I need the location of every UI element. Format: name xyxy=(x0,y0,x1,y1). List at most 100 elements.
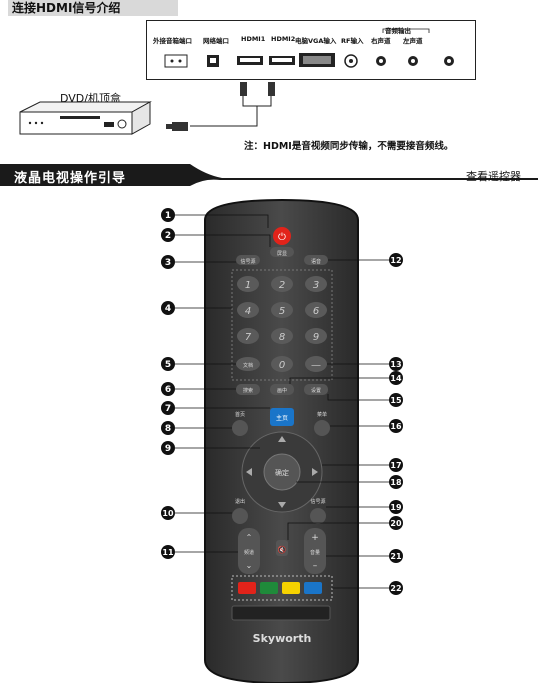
digit-button-8[interactable] xyxy=(271,328,293,344)
callout-19: 19 xyxy=(389,500,403,514)
section-title-guide: 液晶电视操作引导 xyxy=(14,171,127,186)
digit-button-4[interactable] xyxy=(237,302,259,318)
yellow-key[interactable] xyxy=(282,582,300,594)
battery-window xyxy=(231,605,331,621)
svg-text:3: 3 xyxy=(165,258,171,268)
digit-label: 8 xyxy=(279,332,285,343)
port-label: HDMI2 xyxy=(271,35,296,43)
settings-button-label: 设置 xyxy=(311,387,321,394)
rf-port-icon xyxy=(344,54,358,68)
callout-14: 14 xyxy=(389,371,403,385)
svg-text:5: 5 xyxy=(165,360,171,370)
digit-button-3[interactable] xyxy=(305,276,327,292)
red-key[interactable] xyxy=(238,582,256,594)
digit-button-5[interactable] xyxy=(271,302,293,318)
voice-button[interactable] xyxy=(304,255,328,265)
hdmi-plug-icon xyxy=(166,122,188,131)
power-button[interactable] xyxy=(273,227,291,245)
callout-2: 2 xyxy=(161,228,175,242)
volume-label: 音量 xyxy=(310,549,320,556)
svg-text:19: 19 xyxy=(390,503,402,512)
digit-button-2[interactable] xyxy=(271,276,293,292)
digit-button-6[interactable] xyxy=(305,302,327,318)
svg-text:9: 9 xyxy=(165,444,171,454)
digit-button-1[interactable] xyxy=(237,276,259,292)
callout-12: 12 xyxy=(389,253,403,267)
callout-1: 1 xyxy=(161,208,175,222)
search-button[interactable] xyxy=(236,384,260,395)
green-key[interactable] xyxy=(260,582,278,594)
hdmi-note: 注：HDMI是音视频同步传输，不需要接音频线。 xyxy=(244,141,454,152)
digit-button-7[interactable] xyxy=(237,328,259,344)
callout-13: 13 xyxy=(389,357,403,371)
dash-button[interactable] xyxy=(305,356,327,372)
back-button-label: 首页 xyxy=(235,411,245,418)
callout-lines xyxy=(175,214,390,589)
svg-text:2: 2 xyxy=(165,231,171,241)
section-right-text: 查看遥控器 xyxy=(466,170,521,183)
callout-6: 6 xyxy=(161,382,175,396)
info-button-label: 信号源 xyxy=(310,498,325,505)
callout-9: 9 xyxy=(161,441,175,455)
ok-button[interactable] xyxy=(263,453,301,491)
screen-button[interactable] xyxy=(270,247,294,257)
mute-button[interactable] xyxy=(276,540,288,556)
callout-18: 18 xyxy=(389,475,403,489)
port-label: 左声道 xyxy=(403,37,423,45)
connection-drawing xyxy=(19,82,275,135)
callout-15: 15 xyxy=(389,393,403,407)
remote-control: ⏻ 信号源 屏显 语音 1 2 3 4 5 6 7 8 9 0 — 文档 搜索 … xyxy=(161,198,403,683)
input-button[interactable] xyxy=(236,255,260,265)
chevron-up-icon: ⌃ xyxy=(246,533,253,542)
callout-10: 10 xyxy=(161,506,175,520)
digit-label: 2 xyxy=(279,280,285,291)
digit-label: 3 xyxy=(313,280,319,291)
ok-button-label: 确定 xyxy=(275,468,289,477)
return-button[interactable] xyxy=(232,508,248,524)
rca-port-icon xyxy=(376,56,386,66)
home-button-label: 主页 xyxy=(276,414,288,422)
info-button[interactable] xyxy=(310,508,326,524)
text-button[interactable] xyxy=(236,357,260,371)
port-label: 电脑VGA输入 xyxy=(295,37,337,45)
digit-button-0[interactable] xyxy=(271,356,293,372)
port-label: 网络端口 xyxy=(203,37,229,45)
svg-text:17: 17 xyxy=(390,461,401,470)
callouts: 1 2 3 4 5 6 7 8 9 10 11 12 13 14 15 16 1… xyxy=(161,208,403,595)
back-button[interactable] xyxy=(232,420,248,436)
callout-8: 8 xyxy=(161,421,175,435)
settings-button[interactable] xyxy=(304,384,328,395)
channel-label: 频道 xyxy=(244,549,254,556)
menu-button-label: 菜单 xyxy=(317,411,327,418)
svg-text:6: 6 xyxy=(165,385,171,395)
digit-button-9[interactable] xyxy=(305,328,327,344)
svg-text:11: 11 xyxy=(162,548,174,557)
input-button-label: 信号源 xyxy=(240,258,255,265)
plus-icon: + xyxy=(311,533,319,543)
digit-label: 1 xyxy=(245,280,251,291)
callout-5: 5 xyxy=(161,357,175,371)
dash-label: — xyxy=(311,360,321,371)
pip-button[interactable] xyxy=(270,384,294,395)
volume-rocker[interactable] xyxy=(304,528,326,574)
speaker-port-icon xyxy=(164,54,188,68)
callout-11: 11 xyxy=(161,545,175,559)
pip-button-label: 画中 xyxy=(277,387,287,394)
svg-text:10: 10 xyxy=(162,509,174,518)
rca-port-icon xyxy=(408,56,418,66)
dvd-player-icon xyxy=(19,101,152,135)
chevron-down-icon: ⌄ xyxy=(246,561,253,570)
section-band xyxy=(0,164,538,186)
svg-text:13: 13 xyxy=(390,360,401,369)
power-icon: ⏻ xyxy=(278,232,286,243)
svg-text:15: 15 xyxy=(390,396,402,405)
callout-22: 22 xyxy=(389,581,403,595)
home-button[interactable] xyxy=(270,408,294,426)
channel-rocker[interactable] xyxy=(238,528,260,574)
digit-label: 7 xyxy=(245,332,252,343)
callout-16: 16 xyxy=(389,419,403,433)
menu-button[interactable] xyxy=(314,420,330,436)
search-button-label: 搜索 xyxy=(243,387,253,394)
blue-key[interactable] xyxy=(304,582,322,594)
minus-icon: – xyxy=(313,561,318,571)
